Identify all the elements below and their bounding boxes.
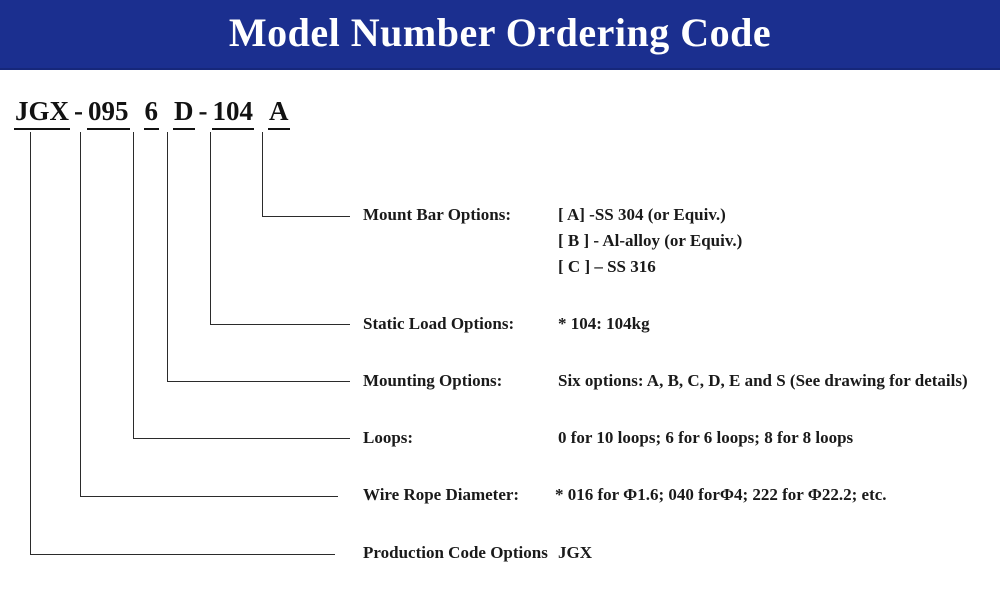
- callout-value-static-load: * 104: 104kg: [558, 314, 650, 333]
- title-banner: Model Number Ordering Code: [0, 0, 1000, 70]
- callout-value-wire-rope-diameter: * 016 for Φ1.6; 040 forΦ4; 222 for Φ22.2…: [555, 485, 887, 504]
- callout-values-static-load: * 104: 104kg: [558, 311, 650, 337]
- callout-row-loops: Loops: 0 for 10 loops; 6 for 6 loops; 8 …: [363, 425, 853, 451]
- page-title: Model Number Ordering Code: [228, 10, 772, 55]
- callout-values-mounting: Six options: A, B, C, D, E and S (See dr…: [558, 368, 968, 394]
- code-segment-mount-bar: A: [268, 96, 290, 130]
- leader-vertical-wire-rope-diameter: [80, 132, 81, 496]
- leader-vertical-mounting: [167, 132, 168, 381]
- code-segment-loops: 6: [143, 96, 159, 130]
- code-segment-production: JGX: [14, 96, 70, 130]
- leader-horizontal-mount-bar: [262, 216, 350, 217]
- leader-horizontal-wire-rope-diameter: [80, 496, 338, 497]
- callout-label-static-load: Static Load Options:: [363, 314, 515, 333]
- callout-values-wire-rope-diameter: * 016 for Φ1.6; 040 forΦ4; 222 for Φ22.2…: [555, 482, 887, 508]
- callout-value-mount-bar-a: [ A] -SS 304 (or Equiv.): [558, 205, 726, 224]
- callout-value-production-code: JGX: [558, 543, 592, 562]
- callout-values-mount-bar: [ A] -SS 304 (or Equiv.) [ B ] - Al-allo…: [558, 202, 742, 280]
- callout-value-mount-bar-b: [ B ] - Al-alloy (or Equiv.): [558, 231, 743, 250]
- callout-value-mounting: Six options: A, B, C, D, E and S (See dr…: [558, 371, 968, 390]
- code-dash-2: -: [198, 96, 208, 126]
- code-segment-wire-rope-diameter: 095: [87, 96, 130, 130]
- callout-value-mount-bar-c: [ C ] – SS 316: [558, 257, 656, 276]
- callout-row-production-code: Production Code Options JGX: [363, 540, 592, 566]
- leader-horizontal-production-code: [30, 554, 335, 555]
- leader-horizontal-static-load: [210, 324, 350, 325]
- callout-label-mounting: Mounting Options:: [363, 371, 503, 390]
- code-dash-1: -: [74, 96, 83, 126]
- callout-row-mounting: Mounting Options: Six options: A, B, C, …: [363, 368, 968, 394]
- leader-vertical-loops: [133, 132, 134, 438]
- callout-value-loops: 0 for 10 loops; 6 for 6 loops; 8 for 8 l…: [558, 428, 854, 447]
- leader-horizontal-mounting: [167, 381, 350, 382]
- callout-row-static-load: Static Load Options: * 104: 104kg: [363, 311, 650, 337]
- leader-vertical-production-code: [30, 132, 31, 554]
- callout-values-loops: 0 for 10 loops; 6 for 6 loops; 8 for 8 l…: [558, 425, 853, 451]
- callout-label-loops: Loops:: [363, 428, 414, 447]
- code-segment-static-load: 104: [211, 96, 254, 130]
- callout-label-production-code: Production Code Options: [363, 543, 548, 562]
- callout-label-mount-bar: Mount Bar Options:: [363, 205, 511, 224]
- callout-row-wire-rope-diameter: Wire Rope Diameter: * 016 for Φ1.6; 040 …: [363, 482, 887, 508]
- callout-row-mount-bar: Mount Bar Options: [ A] -SS 304 (or Equi…: [363, 202, 742, 276]
- callout-label-wire-rope-diameter: Wire Rope Diameter:: [363, 485, 520, 504]
- code-segment-mounting: D: [173, 96, 195, 130]
- leader-vertical-mount-bar: [262, 132, 263, 216]
- leader-vertical-static-load: [210, 132, 211, 324]
- callout-values-production-code: JGX: [558, 540, 592, 566]
- leader-horizontal-loops: [133, 438, 350, 439]
